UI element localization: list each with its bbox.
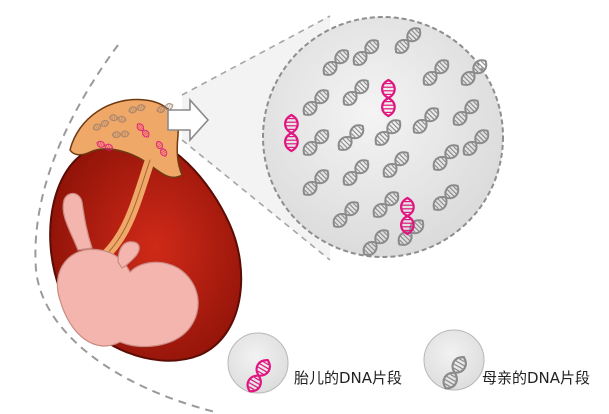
legend-label-fetal: 胎儿的DNA片段 [294, 369, 402, 387]
legend-item-fetal: 胎儿的DNA片段 [228, 333, 402, 394]
legend-label-maternal: 母亲的DNA片段 [482, 369, 590, 387]
legend: 胎儿的DNA片段 母亲的DNA片段 [228, 330, 590, 394]
legend-item-maternal: 母亲的DNA片段 [424, 330, 590, 391]
